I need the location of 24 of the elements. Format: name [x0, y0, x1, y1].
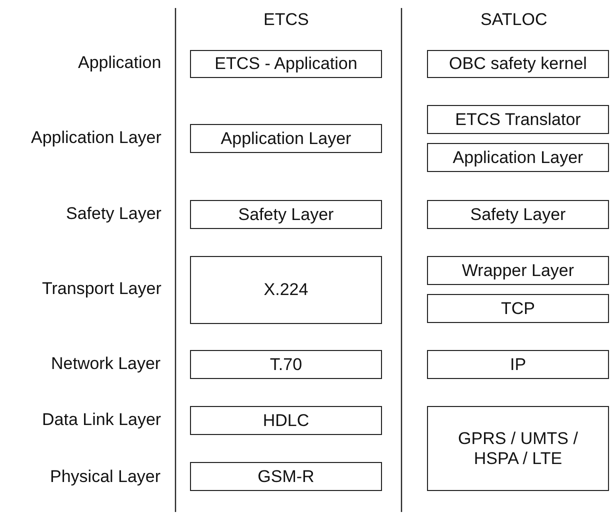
row-label: Physical Layer — [50, 467, 161, 487]
layer-box: OBC safety kernel — [427, 50, 609, 78]
row-label: Transport Layer — [42, 279, 162, 299]
row-label: Application Layer — [31, 128, 162, 148]
layer-box: TCP — [427, 294, 609, 323]
row-label: Application — [78, 53, 162, 73]
layer-box: X.224 — [190, 256, 382, 324]
layer-box: HDLC — [190, 406, 382, 435]
layer-box: Safety Layer — [427, 200, 609, 229]
layer-box: ETCS Translator — [427, 105, 609, 134]
layer-box: Application Layer — [190, 124, 382, 153]
column-header: SATLOC — [480, 10, 548, 30]
layer-box: Application Layer — [427, 143, 609, 172]
column-header: ETCS — [264, 10, 309, 30]
row-label: Safety Layer — [66, 204, 162, 224]
layer-box: GPRS / UMTS / HSPA / LTE — [427, 406, 609, 491]
layer-box: ETCS - Application — [190, 50, 382, 78]
layer-box: T.70 — [190, 350, 382, 379]
layer-box: Safety Layer — [190, 200, 382, 229]
layer-box: GSM-R — [190, 462, 382, 491]
layer-box: IP — [427, 350, 609, 379]
row-label: Network Layer — [51, 354, 161, 374]
layer-box: Wrapper Layer — [427, 256, 609, 285]
row-label: Data Link Layer — [42, 410, 162, 430]
